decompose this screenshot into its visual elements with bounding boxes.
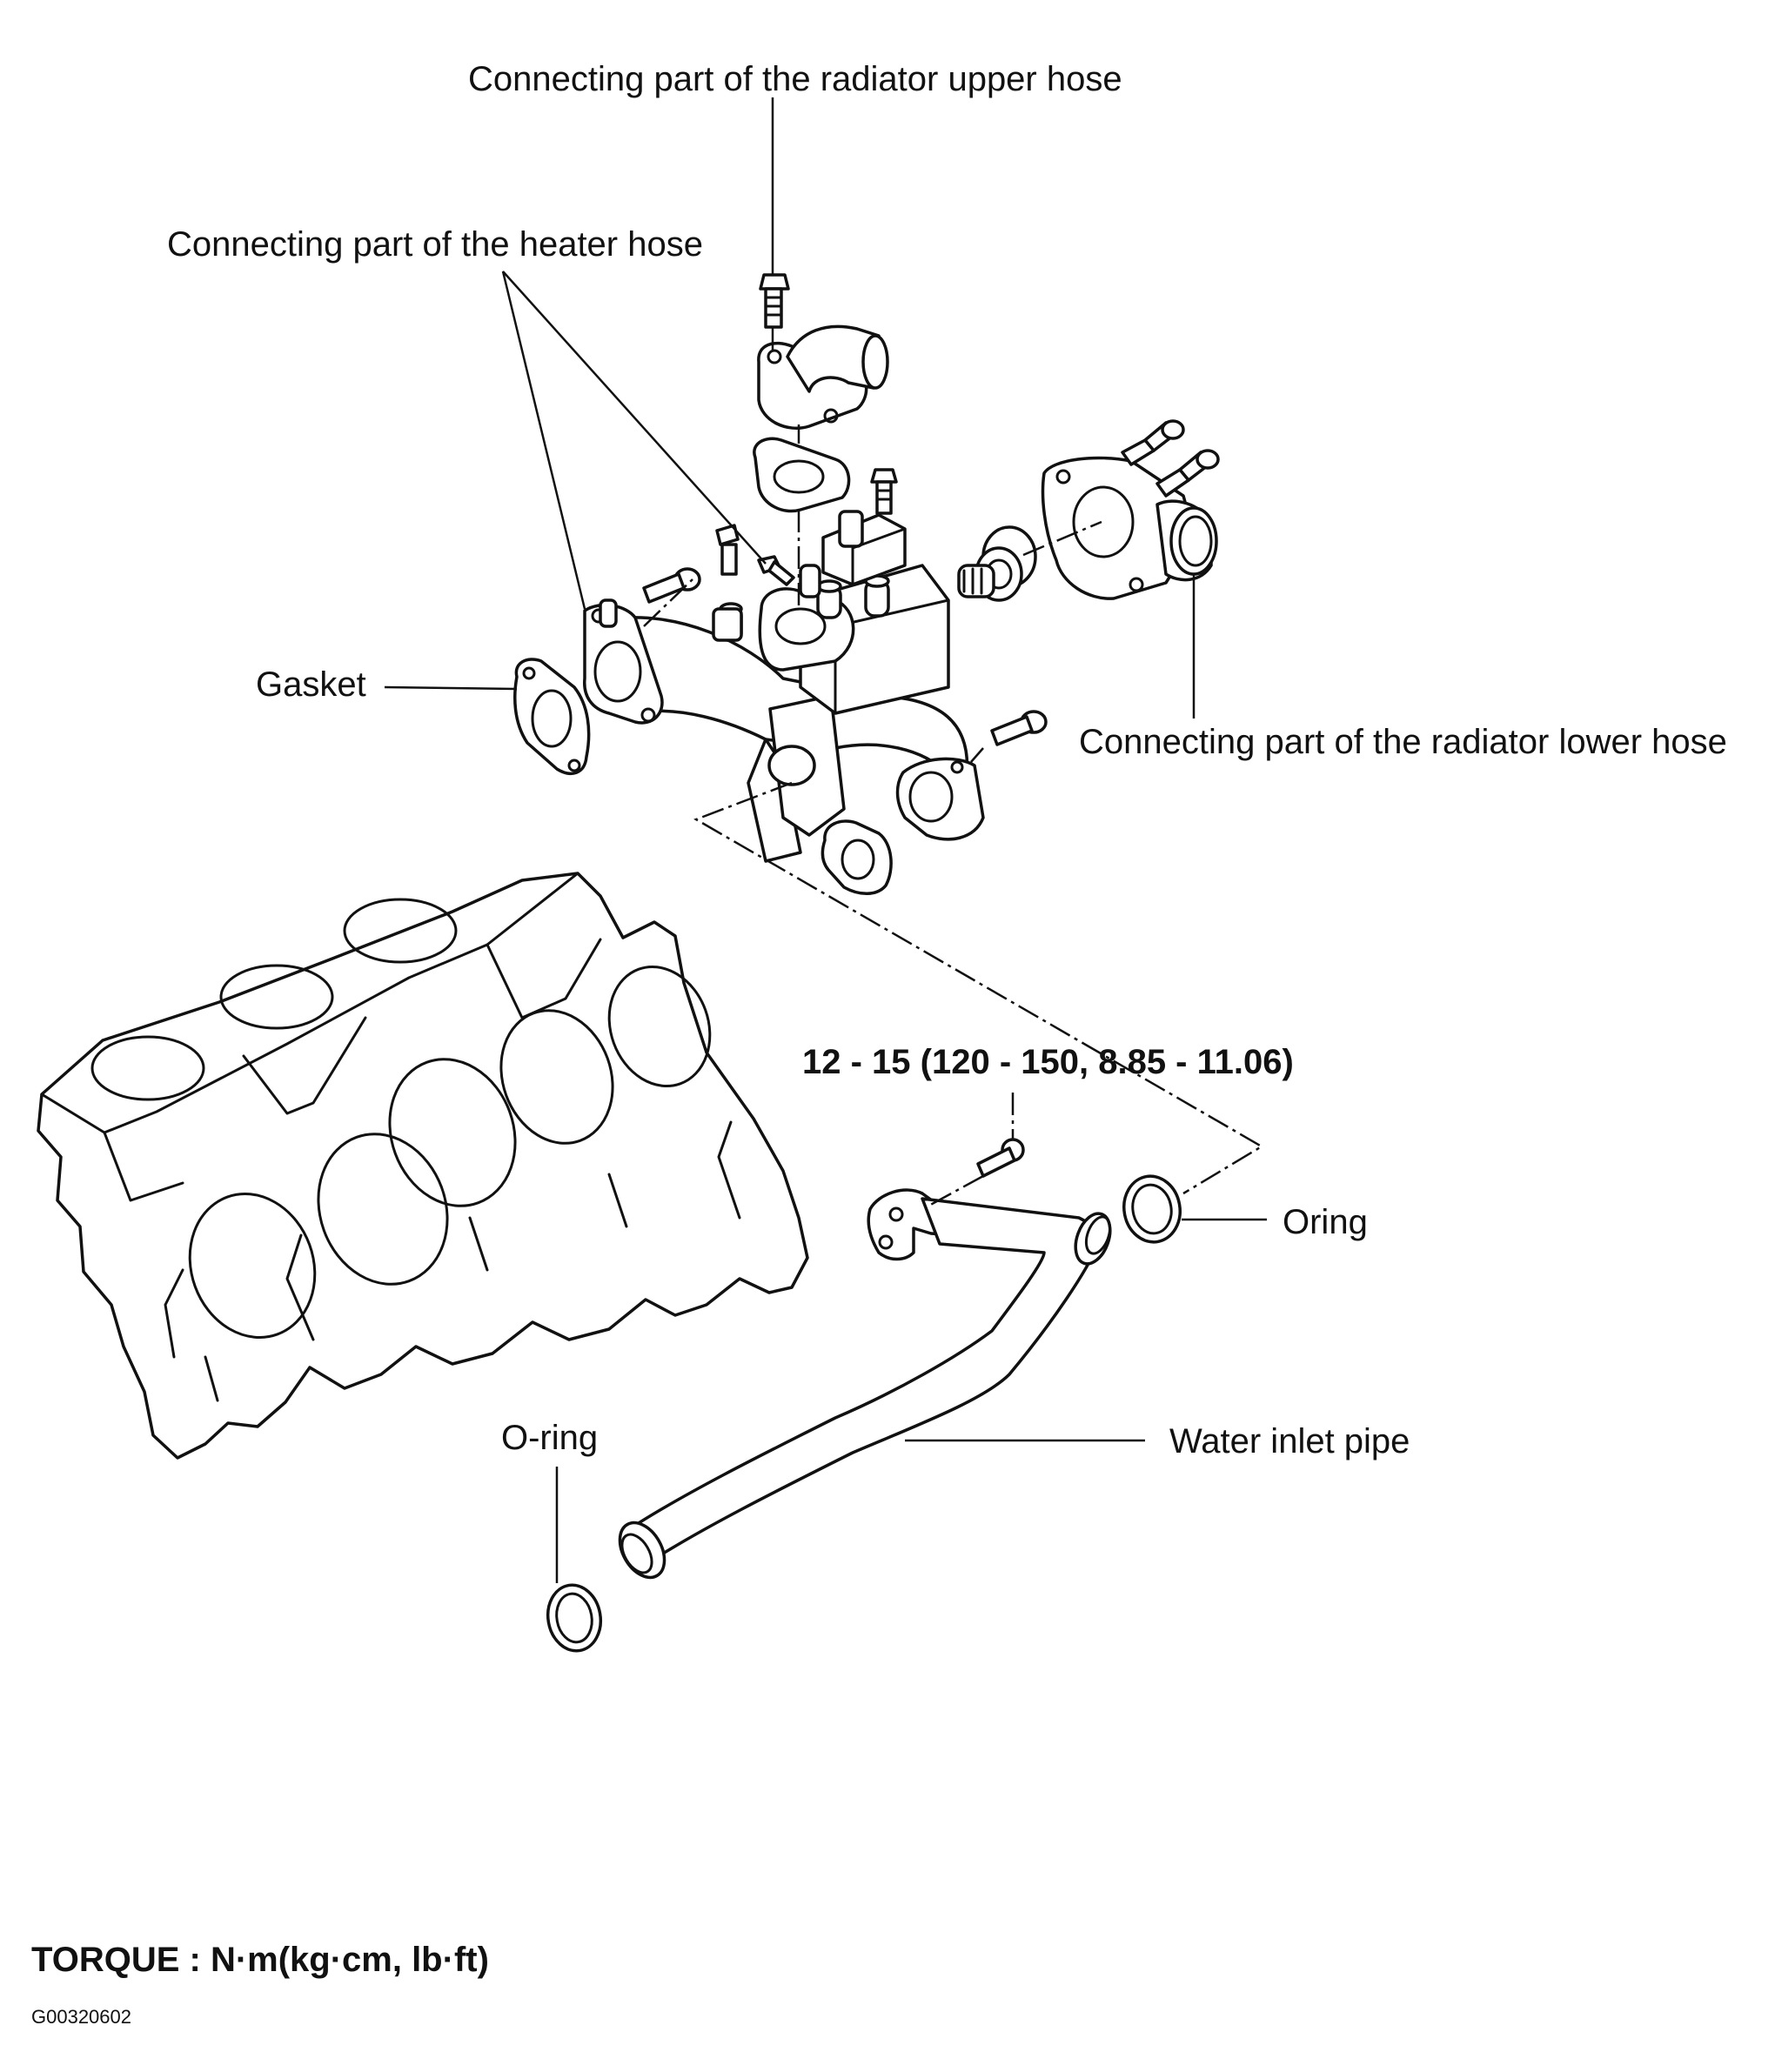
leader-lines bbox=[384, 97, 1267, 1583]
o-ring-lower-drawing bbox=[546, 1583, 603, 1653]
sleeve-collar bbox=[712, 607, 743, 642]
bolt-upper-right-1 bbox=[1121, 419, 1185, 466]
bolt-icon bbox=[759, 273, 790, 329]
bolt-heater-mid-1 bbox=[715, 524, 740, 576]
label-gasket: Gasket bbox=[256, 665, 366, 704]
water-inlet-pipe-drawing bbox=[618, 1188, 1112, 1580]
bolt-water-pipe bbox=[976, 1138, 1025, 1178]
label-heater-hose: Connecting part of the heater hose bbox=[167, 225, 703, 264]
upper-hose-elbow-drawing bbox=[757, 324, 889, 431]
lower-hose-outlet-drawing bbox=[1041, 456, 1218, 600]
label-oring-left: O-ring bbox=[501, 1419, 598, 1457]
label-oring-right: Oring bbox=[1283, 1203, 1368, 1241]
label-lower-hose: Connecting part of the radiator lower ho… bbox=[1079, 723, 1727, 761]
bolt-housing-cover bbox=[870, 468, 898, 515]
label-torque-value: 12 - 15 (120 - 150, 8.85 - 11.06) bbox=[802, 1043, 1294, 1081]
gasket-icon bbox=[513, 658, 591, 775]
figure-code: G00320602 bbox=[31, 2006, 131, 2028]
bolt-upper-right-2 bbox=[1155, 449, 1220, 498]
housing-cover-drawing bbox=[821, 510, 907, 586]
bolt-heater-left bbox=[642, 567, 701, 604]
thermostat-gasket-drawing bbox=[753, 437, 851, 513]
label-torque-units: TORQUE : N·m(kg·cm, lb·ft) bbox=[31, 1941, 489, 1979]
engine-block-drawing bbox=[37, 872, 809, 1460]
label-upper-hose: Connecting part of the radiator upper ho… bbox=[468, 60, 1122, 98]
water-inlet-fitting-drawing bbox=[583, 564, 985, 863]
bolt-lower-right bbox=[990, 710, 1048, 746]
o-ring-icon bbox=[1122, 1174, 1182, 1244]
gasket-lower-drawing bbox=[821, 819, 893, 895]
label-water-inlet-pipe: Water inlet pipe bbox=[1169, 1422, 1410, 1460]
thermostat-drawing bbox=[957, 525, 1037, 602]
